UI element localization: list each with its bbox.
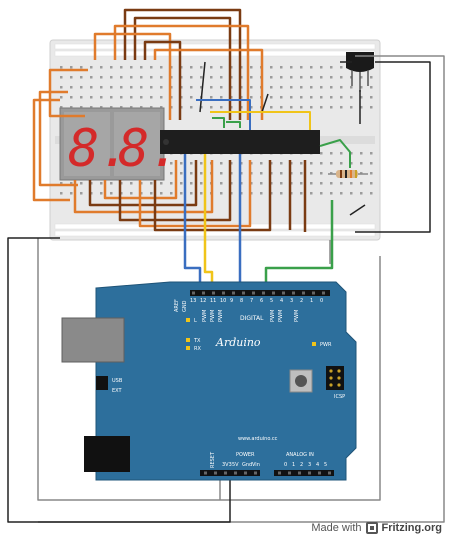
aref-label: AREF (174, 299, 180, 312)
power-jack (84, 436, 130, 472)
pin-label: 11 (210, 298, 216, 304)
wire-orange (73, 160, 214, 214)
pin-label: 3 (290, 298, 293, 304)
wire-green (226, 121, 241, 128)
ext-label: EXT (112, 388, 122, 394)
pin-label: 3 (308, 462, 311, 468)
wire-orange (138, 160, 252, 228)
arduino-board: Arduino AREF GND DIGITAL PWM PWM PWM PWM… (61, 281, 357, 481)
wire-blue (183, 154, 202, 292)
pwm-label: PWM (270, 310, 276, 322)
digit-1: 8. (68, 119, 131, 179)
icsp-header (326, 366, 344, 390)
pin-label: 1 (310, 298, 313, 304)
wire-black (199, 61, 206, 113)
fritzing-brand: Fritzing.org (381, 522, 443, 534)
wires (7, 8, 445, 523)
wire-black (349, 204, 366, 216)
wire-orange (38, 90, 78, 187)
pin-label: 4 (316, 462, 319, 468)
pin-label: 5 (324, 462, 327, 468)
analog-header (278, 471, 331, 475)
wire-orange (32, 98, 70, 202)
arduino-brand: Arduino (215, 336, 261, 349)
pin-label: 6 (260, 298, 263, 304)
wire-black (355, 61, 431, 233)
wire-green (212, 117, 225, 128)
pin-label: 3V3 (222, 462, 232, 468)
analog-in-label: ANALOG IN (286, 452, 314, 458)
pin-label: Gnd (242, 462, 252, 468)
digital-header (192, 291, 325, 295)
wire-brown (143, 40, 182, 120)
pwr-sel-label: PWR SEL (86, 376, 92, 398)
wire-brown (118, 160, 232, 222)
pin-label: 0 (284, 462, 287, 468)
wire-green (264, 200, 334, 292)
digital-label: DIGITAL (240, 315, 264, 322)
resistor (328, 170, 368, 178)
pin-label: 8 (240, 298, 243, 304)
wire-black (7, 237, 231, 523)
pin-label: 5V (232, 462, 239, 468)
reset-label: RESET (210, 451, 216, 468)
pin-label: 2 (300, 462, 303, 468)
pin-label: 4 (280, 298, 283, 304)
wire-green (319, 139, 351, 168)
pin-label: 13 (190, 298, 196, 304)
power-label: POWER (236, 452, 255, 458)
pwm-label: PWM (202, 310, 208, 322)
pwm-label: PWM (294, 310, 300, 322)
gnd-label: GND (182, 300, 188, 312)
shift-register-ic (160, 130, 320, 154)
power-header (204, 471, 257, 475)
wire-orange (113, 24, 250, 120)
pin-label: 5 (270, 298, 273, 304)
pin-label: Vin (252, 462, 260, 468)
transistor (346, 52, 374, 92)
wire-yellow (210, 111, 311, 130)
usb-label: USB (112, 378, 123, 384)
pin-label: 0 (320, 298, 323, 304)
made-with-label: Made with (311, 522, 362, 534)
icsp-label: ICSP (334, 394, 345, 400)
wire-gray (38, 55, 445, 523)
fritzing-footer: Made with Fritzing.org (311, 522, 442, 534)
wire-blue (196, 99, 251, 130)
pin-label: 1 (292, 462, 295, 468)
wire-black (261, 93, 269, 113)
led-l-label: L (194, 318, 197, 324)
pin-label: 12 (200, 298, 206, 304)
rx-label: RX (194, 346, 201, 352)
pwm-label: PWM (218, 310, 224, 322)
website-label: www.arduino.cc (238, 436, 278, 442)
wire-brown (88, 160, 198, 207)
wire-orange (153, 48, 264, 120)
pin-label: 2 (300, 298, 303, 304)
pwm-label: PWM (210, 310, 216, 322)
pin-label: 9 (230, 298, 233, 304)
pin-label: 10 (220, 298, 226, 304)
fritzing-logo-icon (365, 522, 378, 534)
pin-label: 7 (250, 298, 253, 304)
wire-brown (133, 16, 232, 120)
tx-label: TX (193, 338, 201, 344)
pwr-label: PWR (320, 342, 332, 348)
wire-gray (37, 238, 381, 501)
wire-orange (93, 32, 172, 120)
pwm-label: PWM (278, 310, 284, 322)
wire-brown (153, 160, 272, 232)
